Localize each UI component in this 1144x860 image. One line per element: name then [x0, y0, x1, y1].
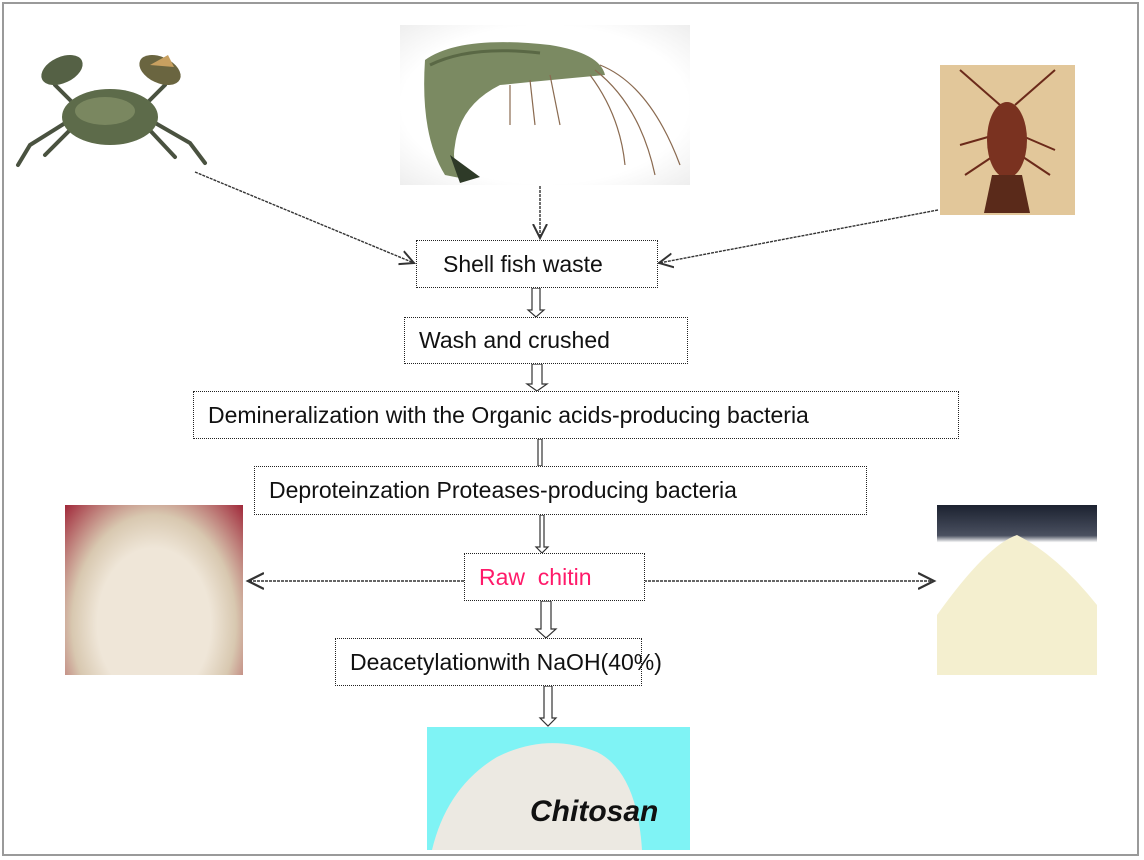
step-label: Raw chitin [479, 563, 592, 590]
block-arrow-3 [537, 438, 543, 467]
crab-image [10, 45, 215, 170]
lobster-image [940, 65, 1075, 215]
step-wash-and-crushed: Wash and crushed [404, 317, 688, 364]
block-arrow-5 [534, 600, 558, 639]
step-deproteinization: Deproteinzation Proteases-producing bact… [254, 466, 867, 515]
step-demineralization: Demineralization with the Organic acids-… [193, 391, 959, 439]
block-arrow-1 [526, 287, 546, 318]
crab-arrow [194, 171, 414, 263]
shrimp-image [400, 25, 690, 185]
step-label: Shell fish waste [443, 250, 603, 277]
lobster-arrow [659, 209, 939, 263]
raw-chitin-flakes-image [65, 505, 243, 675]
step-shell-fish-waste: Shell fish waste [416, 240, 658, 288]
step-raw-chitin: Raw chitin [464, 553, 645, 601]
chitosan-image: Chitosan [427, 727, 690, 850]
step-label: Demineralization with the Organic acids-… [208, 401, 809, 428]
step-label: Deproteinzation Proteases-producing bact… [269, 477, 737, 503]
block-arrow-6 [538, 685, 558, 727]
block-arrow-2 [525, 363, 549, 392]
block-arrow-4 [534, 514, 550, 554]
step-label: Deacetylationwith NaOH(40%) [350, 648, 662, 675]
chitin-powder-image [937, 505, 1097, 675]
step-label: Wash and crushed [419, 327, 610, 353]
chitosan-logo-text: Chitosan [530, 795, 659, 828]
step-deacetylation: Deacetylationwith NaOH(40%) [335, 638, 662, 686]
